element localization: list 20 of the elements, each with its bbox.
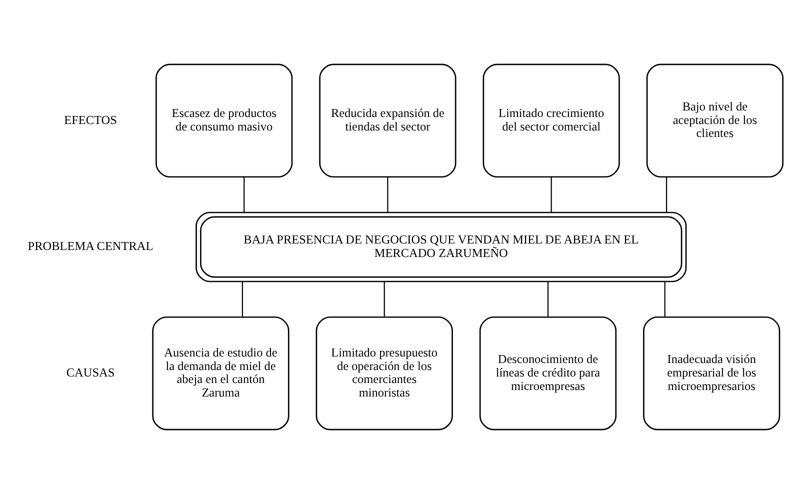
- connector: [550, 176, 552, 212]
- node-box: Ausencia de estudio de la demanda de miel de abeja en el cantón Zaruma: [152, 316, 290, 430]
- connector: [547, 281, 549, 316]
- node-box: Limitado crecimiento del sector comercial: [482, 63, 620, 178]
- node-box: Inadecuada visión empresarial de los microempresarios: [643, 316, 780, 430]
- connector: [242, 281, 243, 316]
- connector: [384, 281, 385, 316]
- node-box: BAJA PRESENCIA DE NEGOCIOS QUE VENDAN MIEL DE ABEJA EN EL MERCADO ZARUMEÑO: [196, 211, 687, 282]
- node-box: Escasez de productos de consumo masivo: [156, 63, 293, 178]
- node-box: Limitado presupuesto de operación de los comerciantes minoristas: [316, 316, 453, 430]
- node-box: Reducida expansión de tiendas del sector: [319, 63, 456, 178]
- label: EFECTOS: [64, 112, 117, 126]
- node-box: Bajo nivel de aceptación de los clientes: [646, 63, 784, 178]
- label: PROBLEMA CENTRAL: [28, 238, 154, 253]
- connector: [666, 176, 668, 212]
- label: CAUSAS: [66, 364, 115, 379]
- node-box: Desconocimiento de líneas de crédito para microempresas: [479, 316, 617, 430]
- connector: [664, 281, 666, 316]
- connector: [244, 176, 245, 212]
- connector: [387, 176, 388, 212]
